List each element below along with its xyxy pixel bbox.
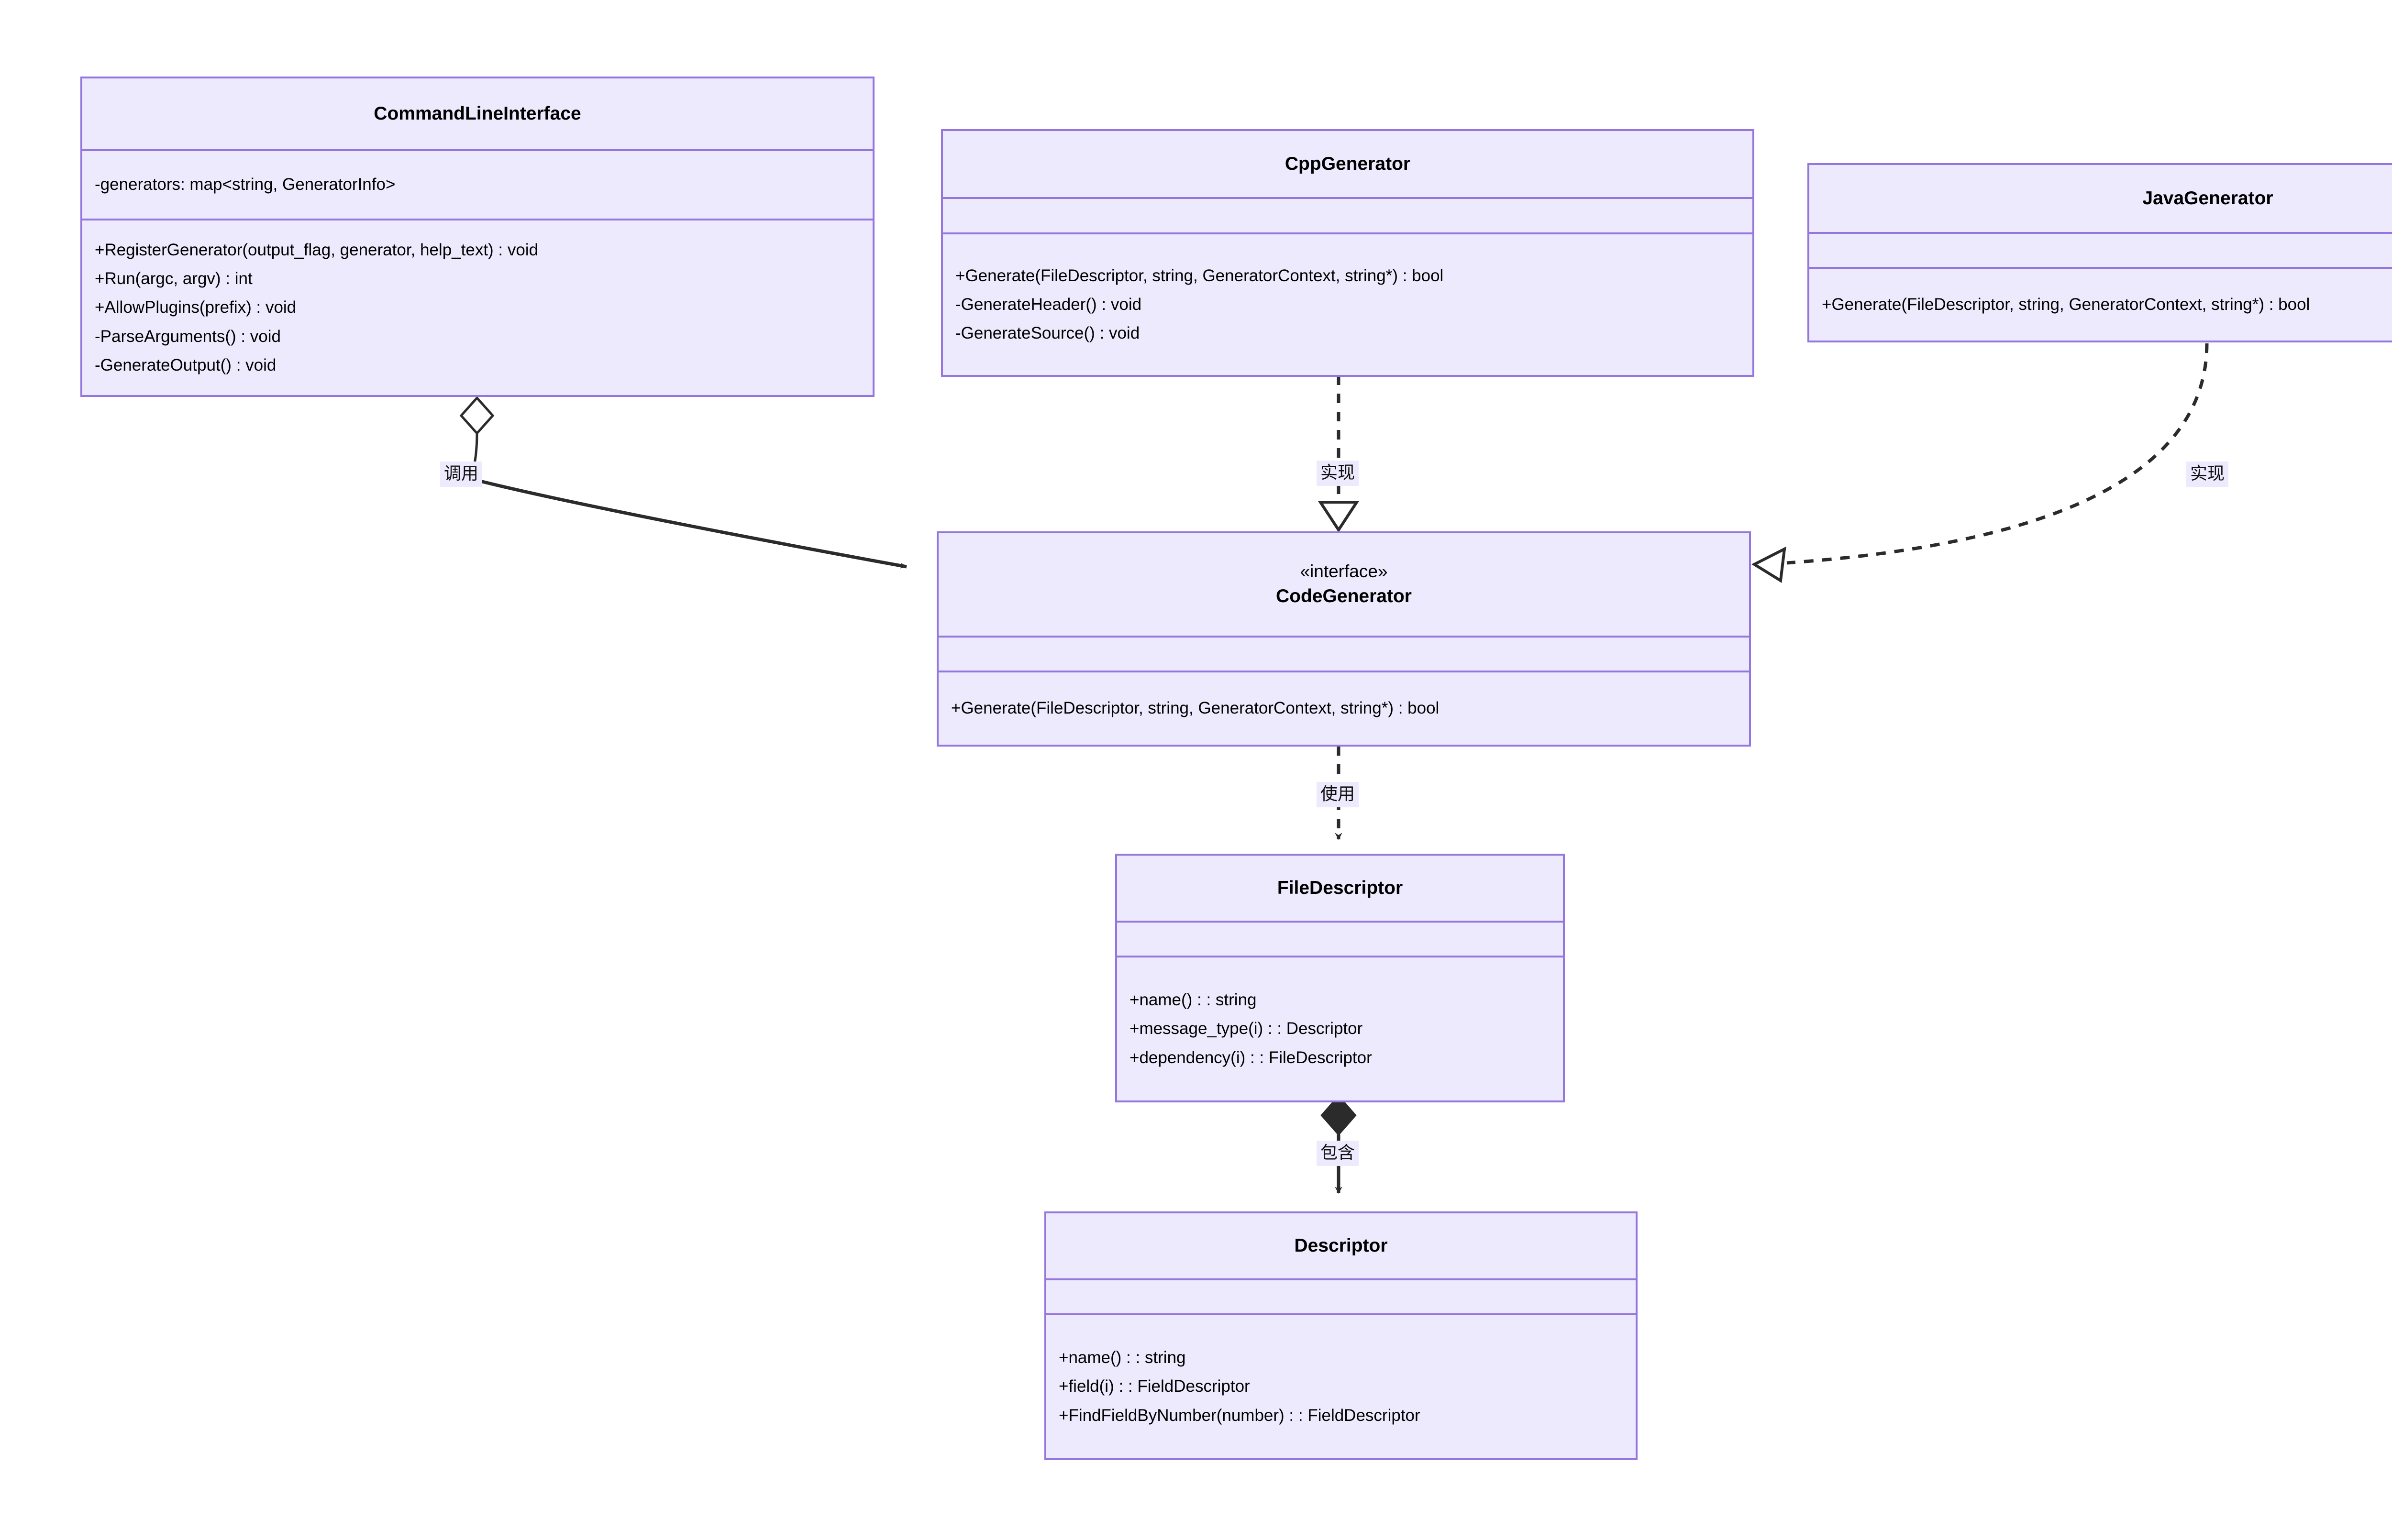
method-row: +name() : : string (1059, 1348, 1186, 1367)
class-title-descriptor: Descriptor (1294, 1235, 1388, 1256)
method-row: +field(i) : : FieldDescriptor (1059, 1377, 1250, 1396)
class-box-file-descriptor[interactable]: FileDescriptor +name() : : string +messa… (1115, 854, 1565, 1102)
class-methods-cpp-generator: +Generate(FileDescriptor, string, Genera… (943, 234, 1752, 375)
attribute-row: -generators: map<string, GeneratorInfo> (95, 175, 396, 194)
edge-cppgenerator-realizes-codegenerator (1318, 375, 1360, 533)
edge-cli-to-codegenerator (459, 396, 907, 569)
edge-label-implements-cpp: 实现 (1317, 461, 1359, 486)
method-row: +Generate(FileDescriptor, string, Genera… (951, 699, 1440, 718)
method-row: +dependency(i) : : FileDescriptor (1130, 1048, 1372, 1067)
method-row: -GenerateHeader() : void (955, 295, 1142, 314)
edge-label-uses: 使用 (1317, 782, 1359, 808)
class-header-file-descriptor: FileDescriptor (1117, 856, 1563, 923)
method-row: -ParseArguments() : void (95, 327, 281, 346)
method-row: -GenerateSource() : void (955, 324, 1140, 343)
class-header-code-generator: «interface» CodeGenerator (939, 533, 1749, 638)
edge-javagenerator-realizes-codegenerator (1751, 343, 2209, 583)
class-header-cpp-generator: CppGenerator (943, 131, 1752, 199)
class-attributes-java-generator (1809, 234, 2392, 269)
class-stereotype-code-generator: «interface» (1300, 561, 1388, 581)
class-methods-file-descriptor: +name() : : string +message_type(i) : : … (1117, 957, 1563, 1100)
class-box-java-generator[interactable]: JavaGenerator +Generate(FileDescriptor, … (1807, 163, 2392, 342)
method-row: +Generate(FileDescriptor, string, Genera… (1822, 295, 2310, 314)
class-box-cpp-generator[interactable]: CppGenerator +Generate(FileDescriptor, s… (941, 129, 1754, 377)
method-row: +name() : : string (1130, 990, 1257, 1010)
method-row: -GenerateOutput() : void (95, 355, 277, 374)
class-attributes-command-line-interface: -generators: map<string, GeneratorInfo> (82, 151, 873, 220)
method-row: +AllowPlugins(prefix) : void (95, 298, 297, 317)
edge-label-implements-java: 实现 (2186, 462, 2229, 487)
class-box-command-line-interface[interactable]: CommandLineInterface -generators: map<st… (80, 77, 875, 397)
class-header-java-generator: JavaGenerator (1809, 165, 2392, 234)
method-row: +FindFieldByNumber(number) : : FieldDesc… (1059, 1406, 1420, 1425)
edge-label-contains: 包含 (1317, 1141, 1359, 1166)
class-title-command-line-interface: CommandLineInterface (374, 103, 581, 124)
class-methods-descriptor: +name() : : string +field(i) : : FieldDe… (1046, 1315, 1636, 1458)
class-box-code-generator[interactable]: «interface» CodeGenerator +Generate(File… (937, 531, 1751, 747)
method-row: +RegisterGenerator(output_flag, generato… (95, 241, 539, 260)
class-methods-java-generator: +Generate(FileDescriptor, string, Genera… (1809, 269, 2392, 341)
class-header-descriptor: Descriptor (1046, 1213, 1636, 1280)
class-attributes-code-generator (939, 638, 1749, 672)
method-row: +Generate(FileDescriptor, string, Genera… (955, 266, 1444, 285)
method-row: +message_type(i) : : Descriptor (1130, 1019, 1363, 1038)
class-methods-command-line-interface: +RegisterGenerator(output_flag, generato… (82, 220, 873, 395)
class-box-descriptor[interactable]: Descriptor +name() : : string +field(i) … (1044, 1211, 1638, 1460)
class-attributes-descriptor (1046, 1280, 1636, 1315)
class-title-code-generator: CodeGenerator (1276, 585, 1412, 606)
class-title-file-descriptor: FileDescriptor (1277, 877, 1403, 898)
method-row: +Run(argc, argv) : int (95, 269, 253, 288)
class-header-command-line-interface: CommandLineInterface (82, 78, 873, 151)
class-methods-code-generator: +Generate(FileDescriptor, string, Genera… (939, 672, 1749, 745)
class-title-cpp-generator: CppGenerator (1285, 153, 1411, 174)
class-attributes-file-descriptor (1117, 923, 1563, 957)
class-attributes-cpp-generator (943, 199, 1752, 234)
class-title-java-generator: JavaGenerator (2142, 187, 2273, 209)
edge-label-call: 调用 (440, 462, 483, 487)
